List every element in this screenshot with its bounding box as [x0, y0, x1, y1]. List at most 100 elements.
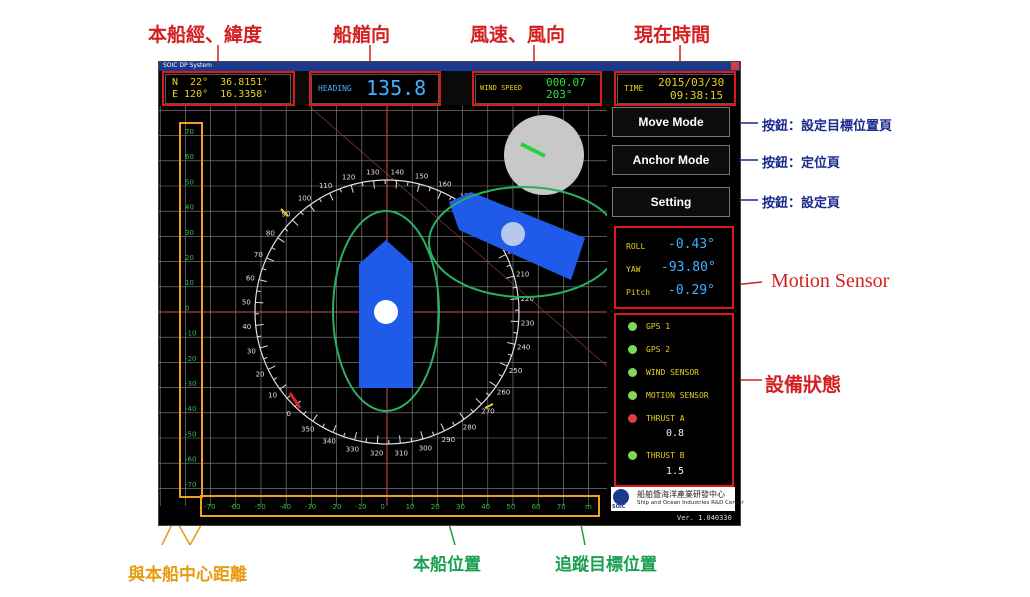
- close-icon[interactable]: [731, 62, 739, 70]
- date-value: 2015/03/30: [658, 76, 725, 89]
- motion-sensor-panel: ROLL -0.43° YAW -93.80° Pitch -0.29°: [614, 226, 734, 309]
- x-axis-highlight: [200, 495, 600, 517]
- y-tick-label: 50: [185, 178, 194, 186]
- compass-label: 20: [256, 370, 265, 378]
- yaw-value: -93.80°: [661, 260, 716, 275]
- logo-org-en: Ship and Ocean Industries R&D Center: [637, 500, 744, 506]
- compass-label: 150: [415, 172, 428, 180]
- x-tick-label: 70: [557, 503, 566, 511]
- compass-label: 110: [319, 182, 332, 190]
- annotation-anchor-button: 按鈕：定位頁: [762, 156, 841, 171]
- y-tick-label: 20: [185, 254, 194, 262]
- status-ok-icon: [628, 321, 637, 331]
- x-tick-label: 20: [431, 503, 440, 511]
- setting-button[interactable]: Setting: [612, 187, 730, 217]
- wind-speed: 000.07: [546, 76, 586, 89]
- x-tick-label: 10: [406, 503, 415, 511]
- wind-label: WIND SPEED: [480, 84, 523, 92]
- compass-label: 290: [442, 436, 455, 444]
- highlight-heading: [309, 71, 441, 106]
- x-tick-label: 60: [532, 503, 541, 511]
- status-gps1: GPS 1: [628, 319, 670, 333]
- target-center: [501, 222, 525, 246]
- compass-label: 320: [370, 450, 383, 458]
- compass-label: 270: [481, 407, 494, 415]
- time-panel: TIME 2015/03/30 09:38:15: [617, 74, 735, 104]
- annotation-wind: 風速、風向: [470, 24, 566, 46]
- x-tick-label: -20: [330, 503, 341, 511]
- latitude: N 22° 36.8151': [172, 77, 269, 88]
- y-tick-label: -50: [185, 430, 196, 438]
- time-label: TIME: [624, 84, 644, 93]
- y-axis-highlight: [179, 122, 203, 498]
- status-warn-icon: [628, 413, 637, 423]
- radar-plot[interactable]: 0102030405060708090100110120130140150160…: [159, 106, 607, 525]
- anchor-mode-button[interactable]: Anchor Mode: [612, 145, 730, 175]
- target-highlight: [428, 186, 607, 298]
- y-tick-label: -70: [185, 481, 196, 489]
- x-tick-label: 40: [481, 503, 490, 511]
- x-tick-label: 50: [506, 503, 515, 511]
- annotation-target-position: 追蹤目標位置: [555, 555, 657, 575]
- compass-label: 210: [516, 271, 529, 279]
- compass-label: 250: [509, 367, 522, 375]
- compass-label: 280: [463, 423, 476, 431]
- highlight-time: [614, 71, 736, 106]
- status-gps2: GPS 2: [628, 342, 670, 356]
- y-tick-label: 70: [185, 128, 194, 136]
- title-bar: SOIC DP System: [159, 62, 740, 71]
- x-tick-label: -30: [305, 503, 316, 511]
- y-tick-label: -40: [185, 405, 196, 413]
- longitude: E 120° 16.3358': [172, 89, 269, 100]
- compass-label: 260: [497, 388, 510, 396]
- status-ok-icon: [628, 450, 637, 460]
- compass-label: 140: [391, 168, 404, 176]
- clock-value: 09:38:15: [670, 89, 723, 102]
- status-motion-sensor: MOTION SENSOR: [628, 388, 709, 402]
- wind-panel: WIND SPEED 000.07 203°: [475, 74, 601, 104]
- x-tick-label: 30: [456, 503, 465, 511]
- annotation-time: 現在時間: [634, 24, 711, 46]
- compass-label: 160: [438, 180, 451, 188]
- annotation-heading: 船艏向: [333, 24, 391, 46]
- status-ok-icon: [628, 390, 637, 400]
- x-unit-label: m: [585, 503, 592, 511]
- logo-org-zh: 船舶暨海洋產業研發中心: [637, 490, 725, 499]
- status-thrust-a: THRUST A: [628, 411, 685, 425]
- status-ok-icon: [628, 344, 637, 354]
- status-thrust-b: THRUST B: [628, 448, 685, 462]
- annotation-latlon: 本船經、緯度: [148, 24, 263, 46]
- y-tick-label: 60: [185, 153, 194, 161]
- roll-label: ROLL: [626, 242, 646, 251]
- pitch-value: -0.29°: [668, 283, 715, 298]
- x-tick-label: -10: [355, 503, 366, 511]
- compass-label: 10: [268, 391, 277, 399]
- compass-label: 240: [517, 344, 530, 352]
- highlight-wind: [472, 71, 602, 106]
- status-ok-icon: [628, 367, 637, 377]
- compass-label: 340: [323, 438, 336, 446]
- annotation-equipment: 設備狀態: [765, 374, 842, 396]
- status-bar: N 22° 36.8151' E 120° 16.3358' HEADING 1…: [159, 71, 740, 105]
- y-tick-label: -20: [185, 355, 196, 363]
- position-panel: N 22° 36.8151' E 120° 16.3358': [165, 74, 291, 104]
- annotation-move-button: 按鈕：設定目標位置頁: [762, 119, 893, 134]
- logo-abbr: SOIC: [612, 504, 626, 510]
- compass-label: 40: [242, 323, 251, 331]
- move-mode-button[interactable]: Move Mode: [612, 107, 730, 137]
- compass-label: 220: [521, 295, 534, 303]
- compass-label: 70: [254, 251, 263, 259]
- y-tick-label: 40: [185, 204, 194, 212]
- annotation-setting-button: 按鈕：設定頁: [762, 196, 841, 211]
- y-tick-label: -10: [185, 330, 196, 338]
- wind-direction: 203°: [546, 88, 573, 101]
- x-tick-label: -70: [204, 503, 215, 511]
- roll-value: -0.43°: [668, 237, 715, 252]
- heading-value: 135.8: [366, 76, 427, 100]
- app-window: SOIC DP System N 22° 36.8151' E 120° 16.…: [158, 61, 744, 526]
- heading-panel: HEADING 135.8: [311, 74, 439, 104]
- highlight-position: [162, 71, 295, 106]
- compass-label: 230: [521, 319, 534, 327]
- y-tick-label: 30: [185, 229, 194, 237]
- window-title: SOIC DP System: [163, 62, 212, 69]
